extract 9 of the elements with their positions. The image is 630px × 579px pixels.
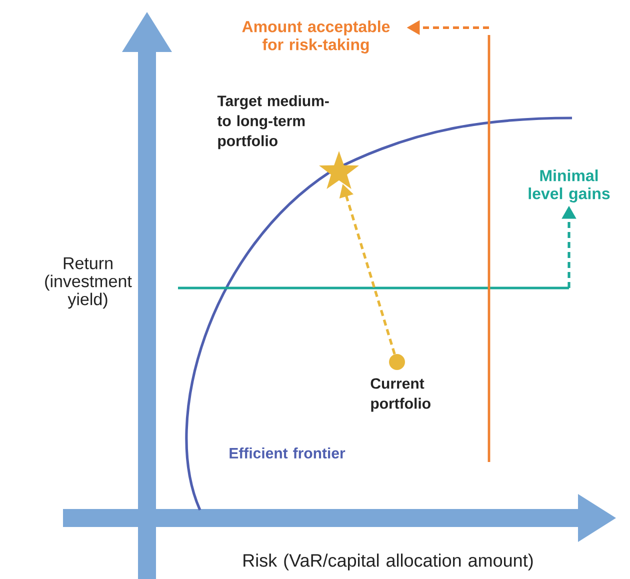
axis-label: Return (investment yield) xyxy=(45,257,132,309)
star-marker xyxy=(319,151,359,189)
note-text: Amount acceptable for risk-taking xyxy=(242,20,390,54)
axis-label: Risk (VaR/capital allocation amount) xyxy=(244,554,533,570)
note-text: Minimal level gains xyxy=(528,170,610,202)
marker-caption: Target medium- to long-term portfolio xyxy=(217,95,329,150)
dot-marker xyxy=(389,354,405,370)
marker-caption: Current portfolio xyxy=(370,378,430,412)
curve-label: Efficient frontier xyxy=(230,447,346,458)
